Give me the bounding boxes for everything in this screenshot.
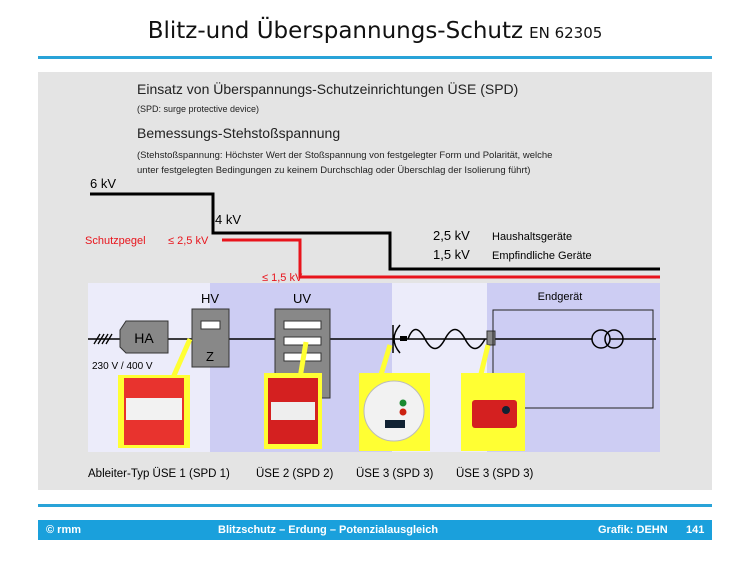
spd-label-2: ÜSE 2 (SPD 2) [256, 468, 333, 480]
z-label: Z [206, 349, 214, 364]
footer-credit: Grafik: DEHN [598, 524, 668, 536]
footer-topic: Blitzschutz – Erdung – Potenzialausgleic… [218, 524, 439, 536]
schutzpegel-step-line [222, 238, 660, 279]
bottom-divider [38, 504, 712, 507]
slide-title: Blitz-und Überspannungs-Schutz EN 62305 [0, 18, 750, 44]
spd3-socket-image [359, 344, 430, 451]
level-15kv-desc: Empfindliche Geräte [492, 250, 592, 262]
title-standard: EN 62305 [529, 24, 603, 42]
footer-bar: © rmm Blitzschutz – Erdung – Potenzialau… [38, 520, 712, 540]
heading-spd-note: (SPD: surge protective device) [137, 104, 259, 114]
schutzpegel-25: ≤ 2,5 kV [168, 235, 209, 247]
top-divider [38, 56, 712, 59]
note-line-2: unter festgelegten Bedingungen zu keinem… [137, 165, 530, 176]
schutzpegel-15: ≤ 1,5 kV [262, 272, 303, 284]
ha-label: HA [134, 330, 154, 346]
hv-label: HV [201, 291, 219, 306]
level-25kv: 2,5 kV [433, 228, 470, 243]
spd-label-4: ÜSE 3 (SPD 3) [456, 468, 533, 480]
socket-icon [392, 324, 401, 354]
level-25kv-desc: Haushaltsgeräte [492, 231, 572, 243]
stehstoss-step-line [90, 192, 660, 271]
level-4kv: 4 kV [215, 212, 241, 227]
schutzpegel-label: Schutzpegel [85, 235, 146, 247]
three-phase-icon [93, 333, 113, 345]
voltage-label: 230 V / 400 V [92, 361, 153, 372]
note-line-1: (Stehstoßspannung: Höchster Wert der Sto… [137, 150, 552, 161]
spd-label-1: Ableiter-Typ ÜSE 1 (SPD 1) [88, 468, 230, 480]
footer-copyright: © rmm [46, 524, 82, 536]
spd-label-3: ÜSE 3 (SPD 3) [356, 468, 433, 480]
uv-label: UV [293, 291, 311, 306]
spd2-image [264, 341, 322, 449]
adapter-icon [486, 330, 496, 346]
level-6kv: 6 kV [90, 176, 116, 191]
transformer-icon [591, 329, 624, 349]
spd3-adapter-image [461, 344, 525, 451]
ha-box [119, 320, 169, 354]
endgeraet-label: Endgerät [538, 291, 583, 303]
endgeraet-box [492, 309, 654, 409]
level-15kv: 1,5 kV [433, 247, 470, 262]
heading-spd: Einsatz von Überspannungs-Schutzeinricht… [137, 80, 518, 97]
page-number: 141 [686, 524, 705, 536]
cable-icon [407, 328, 486, 350]
heading-stehstoss: Bemessungs-Stehstoßspannung [137, 125, 340, 141]
title-text: Blitz-und Überspannungs-Schutz [147, 18, 524, 44]
hv-box [191, 308, 230, 368]
spd1-image [118, 337, 193, 448]
